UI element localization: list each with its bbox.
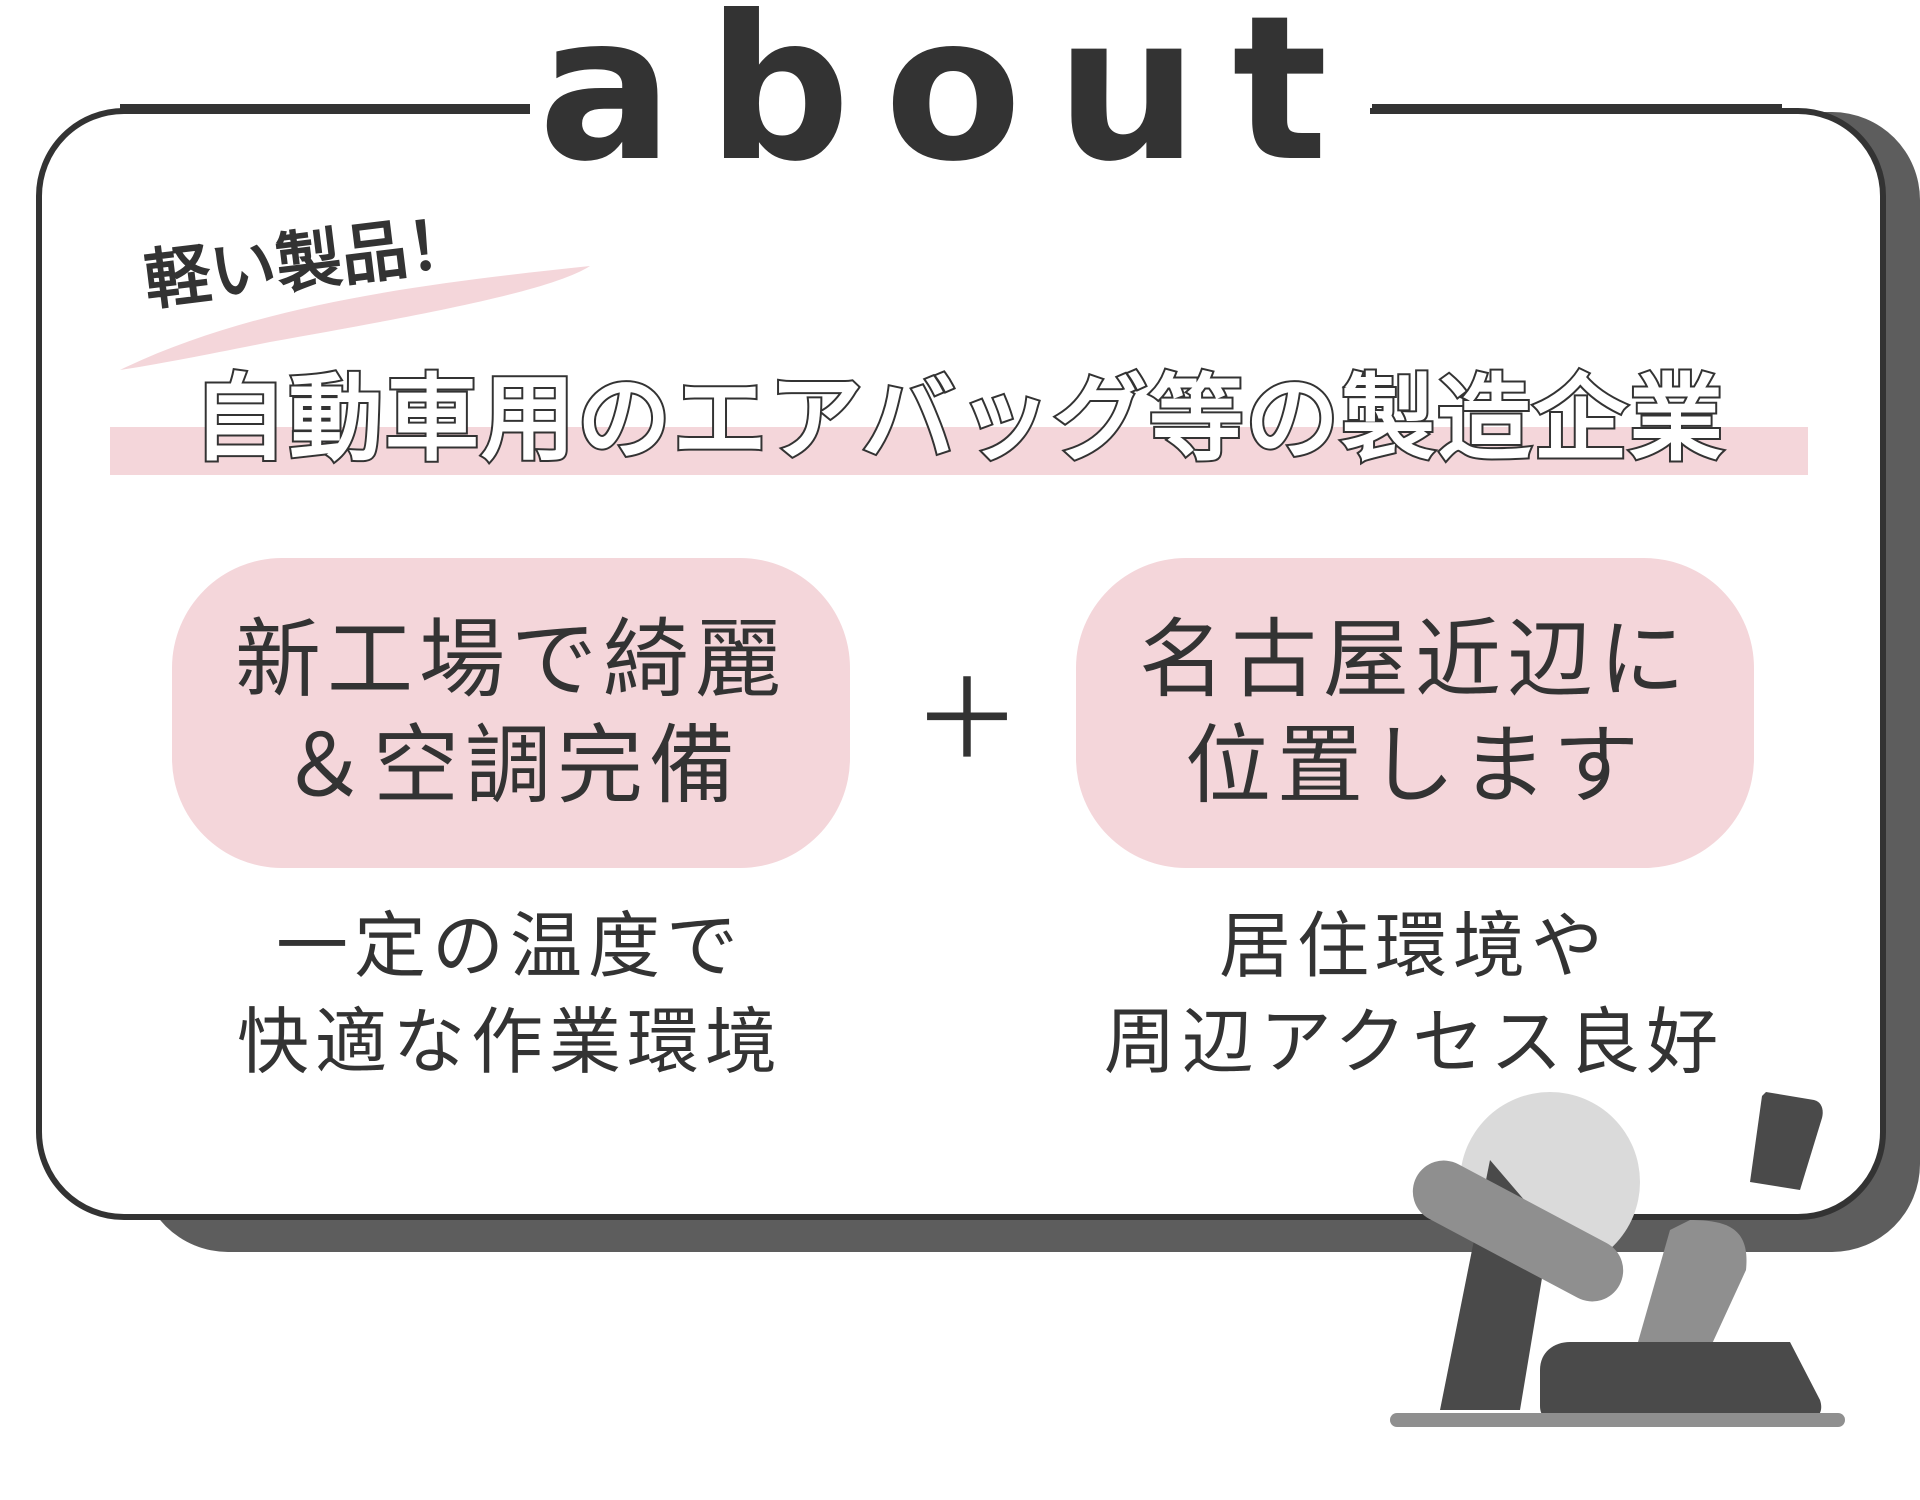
section-title: about [538,0,1362,206]
caption-location: 居住環境や 周辺アクセス良好 [1103,904,1725,1084]
brush-stroke-decoration [120,266,590,370]
title-rule-right [1372,104,1782,110]
feature-box-facility: 新工場で綺麗 ＆空調完備 [172,558,850,868]
title-rule-left [120,104,530,110]
car-seat-with-airbag-icon [1390,1092,1845,1427]
plus-sign: ＋ [912,656,1022,784]
feature-text-location: 名古屋近辺に 位置します [1139,610,1691,816]
feature-text-facility: 新工場で綺麗 ＆空調完備 [235,610,787,816]
title-backdrop [530,90,1370,130]
caption-facility: 一定の温度で 快適な作業環境 [236,904,783,1084]
headline: 自動車用のエアバッグ等の製造企業 [191,363,1726,476]
headline-highlight [110,427,1808,475]
feature-box-location: 名古屋近辺に 位置します [1076,558,1754,868]
